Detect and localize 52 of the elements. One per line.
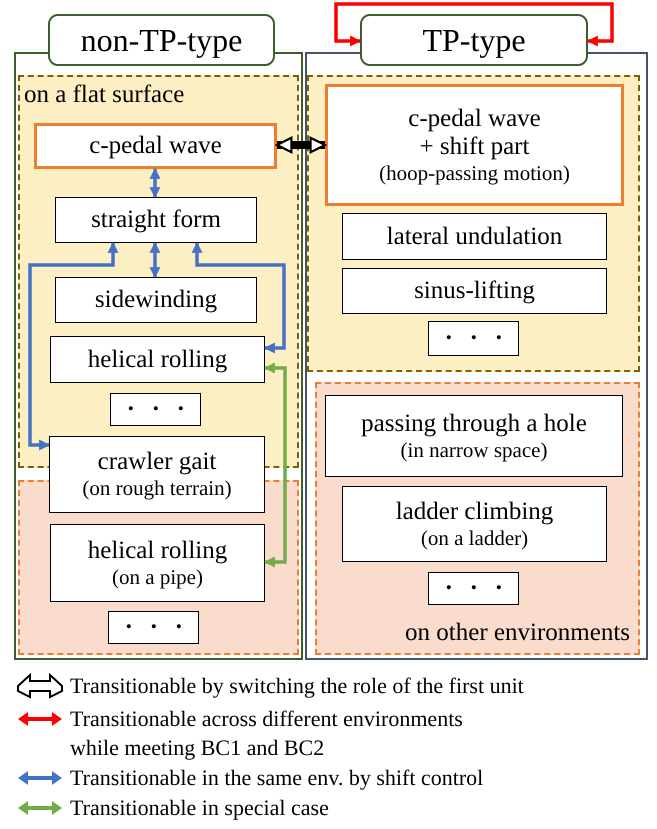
motion-name: c-pedal wave + shift part — [407, 104, 542, 160]
transition-arrow — [276, 136, 326, 154]
region-label: on a flat surface — [24, 81, 184, 109]
motion-name: crawler gait — [98, 448, 216, 476]
motion-condition: (hoop-passing motion) — [379, 160, 570, 186]
column-header-tab: non-TP-type — [48, 14, 275, 66]
region-label: on other environments — [405, 619, 630, 647]
transition-arrow — [150, 168, 160, 198]
motion-name: lateral undulation — [386, 222, 562, 250]
motion-name: ・・・ — [436, 574, 511, 602]
motion-name: sinus-lifting — [414, 277, 535, 305]
motion-box — [55, 197, 257, 243]
motion-box — [342, 213, 607, 260]
motion-name: c-pedal wave — [89, 132, 222, 160]
motion-name: straight form — [91, 206, 221, 234]
transition-arrow — [264, 362, 287, 568]
transition-arrow — [334, 2, 614, 46]
motion-box — [55, 277, 257, 323]
motion-condition: (on a ladder) — [420, 526, 528, 550]
motion-box — [342, 486, 607, 562]
legend-text: Transitionable in special case — [70, 794, 330, 822]
flat-surface-region — [307, 75, 640, 372]
motion-name: helical rolling — [88, 346, 228, 374]
motion-box — [325, 395, 623, 477]
motion-box — [34, 123, 277, 169]
motion-name: sidewinding — [94, 286, 218, 314]
motion-condition: (on rough terrain) — [82, 476, 232, 501]
motion-name: ・・・ — [118, 396, 193, 424]
motion-box — [49, 436, 265, 513]
motion-name: ・・・ — [116, 614, 191, 642]
legend-text: Transitionable by switching the role of the first unit — [70, 672, 525, 700]
motion-box — [50, 524, 265, 602]
motion-box — [50, 336, 265, 383]
column-header-tab: TP-type — [360, 14, 588, 66]
motion-name: ladder climbing — [396, 498, 554, 526]
legend-text: Transitionable across different environments while meeting BC1 and BC2 — [70, 705, 464, 762]
environment-region — [315, 382, 640, 655]
motion-box — [110, 393, 201, 426]
legend-text: Transitionable in the same env. by shift control — [70, 764, 484, 792]
motion-name: ・・・ — [436, 324, 511, 352]
motion-box — [325, 84, 624, 206]
transition-arrow — [28, 242, 118, 450]
motion-name: passing through a hole — [361, 410, 587, 438]
motion-name: helical rolling — [88, 536, 228, 564]
motion-box — [428, 321, 519, 356]
transition-arrow — [150, 242, 160, 278]
motion-box — [342, 268, 607, 314]
transition-arrow — [192, 242, 286, 354]
motion-condition: (in narrow space) — [400, 438, 548, 462]
motion-box — [108, 611, 199, 644]
motion-condition: (on a pipe) — [112, 564, 203, 590]
motion-box — [428, 572, 519, 605]
